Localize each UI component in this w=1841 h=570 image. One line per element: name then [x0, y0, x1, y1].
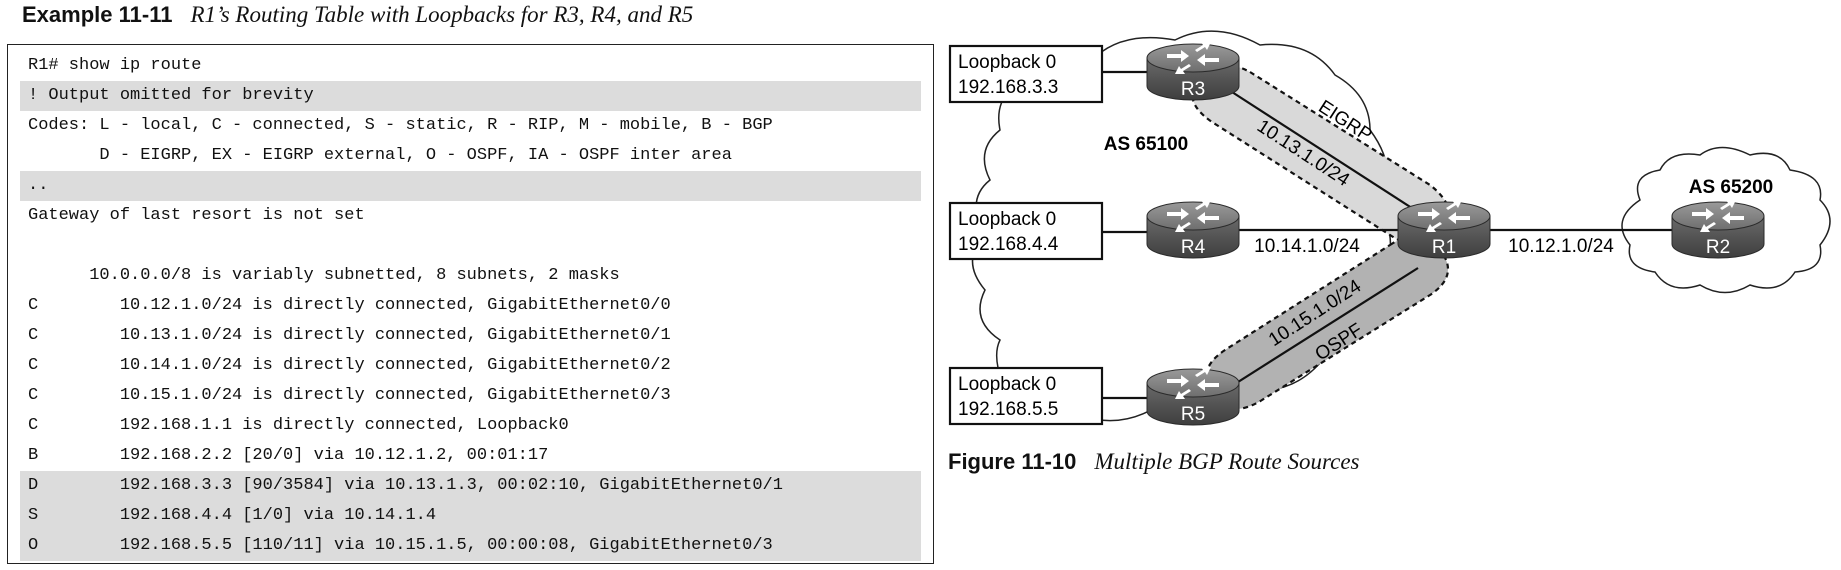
console-line: B 192.168.2.2 [20/0] via 10.12.1.2, 00:0… [28, 446, 549, 465]
console-line: .. [20, 171, 921, 201]
link-r1-r5 [1237, 267, 1419, 383]
console-line: C 192.168.1.1 is directly connected, Loo… [28, 416, 569, 435]
console-line: D 192.168.3.3 [90/3584] via 10.13.1.3, 0… [20, 471, 921, 501]
ospf-region [1204, 235, 1450, 410]
loopback-r4-name: Loopback 0 [958, 209, 1056, 230]
link-r1-r3 [1231, 91, 1419, 213]
console-line: R1# show ip route [28, 56, 202, 75]
loopback-r4-box [948, 201, 1104, 261]
example-label: Example 11-11 [22, 2, 173, 27]
loopback-r4-ip: 192.168.4.4 [958, 234, 1059, 255]
example-title: R1’s Routing Table with Loopbacks for R3… [190, 2, 694, 27]
console-line: ! Output omitted for brevity [20, 81, 921, 111]
loopback-r5-name: Loopback 0 [958, 374, 1056, 395]
example-caption: Example 11-11 R1’s Routing Table with Lo… [22, 0, 693, 30]
router-r4-label: R4 [1181, 237, 1206, 258]
loopback-r3-name: Loopback 0 [958, 52, 1056, 73]
router-r1-label: R1 [1432, 237, 1456, 258]
console-line: C 10.15.1.0/24 is directly connected, Gi… [28, 386, 671, 405]
as-65100-label: AS 65100 [1104, 134, 1189, 155]
console-line: S 192.168.4.4 [1/0] via 10.14.1.4 [20, 501, 921, 531]
as-65200-label: AS 65200 [1689, 177, 1774, 198]
console-line: O 192.168.5.5 [110/11] via 10.15.1.5, 00… [20, 531, 921, 561]
console-line: C 10.12.1.0/24 is directly connected, Gi… [28, 296, 671, 315]
figure-caption: Figure 11-10 Multiple BGP Route Sources [948, 447, 1359, 477]
router-r5-label: R5 [1181, 404, 1205, 425]
loopback-r5-ip: 192.168.5.5 [958, 399, 1058, 420]
loopback-r3-ip: 192.168.3.3 [958, 77, 1058, 98]
loopback-r5-box [948, 366, 1104, 426]
figure-label: Figure 11-10 [948, 449, 1077, 474]
router-r2-label: R2 [1706, 237, 1730, 258]
console-output: R1# show ip route ! Output omitted for b… [7, 44, 934, 564]
console-line: C 10.14.1.0/24 is directly connected, Gi… [28, 356, 671, 375]
console-line: C 10.13.1.0/24 is directly connected, Gi… [28, 326, 671, 345]
console-line: Gateway of last resort is not set [28, 206, 365, 225]
loopback-r3-box [948, 44, 1104, 104]
link-r1-r2-label: 10.12.1.0/24 [1508, 236, 1614, 257]
figure-title: Multiple BGP Route Sources [1094, 449, 1360, 474]
console-line: Codes: L - local, C - connected, S - sta… [28, 116, 773, 135]
console-line: 10.0.0.0/8 is variably subnetted, 8 subn… [28, 266, 620, 285]
link-r1-r4-label: 10.14.1.0/24 [1254, 236, 1360, 257]
console-line: D - EIGRP, EX - EIGRP external, O - OSPF… [28, 146, 732, 165]
router-r3-label: R3 [1181, 79, 1205, 100]
